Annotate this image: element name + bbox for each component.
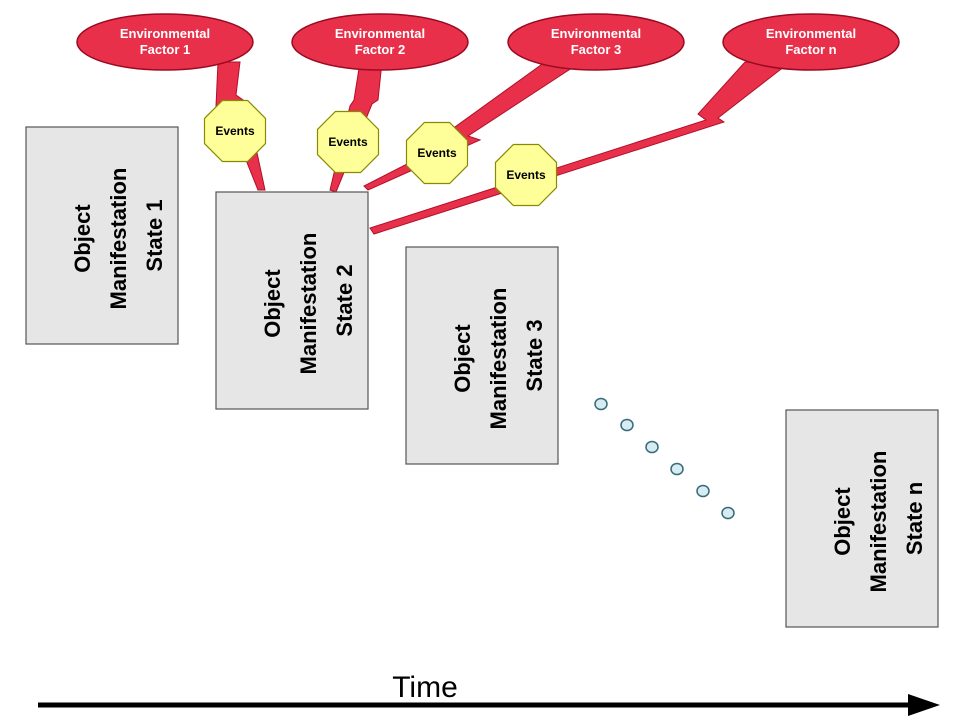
state-1-line-2: Manifestation: [106, 168, 131, 310]
factor-n-ellipse: [722, 13, 900, 71]
continuation-dot: [620, 418, 634, 432]
factor-1-sublabel: Factor 1: [140, 42, 191, 57]
state-3-line-1: Object: [450, 324, 475, 393]
event-label: Events: [506, 168, 546, 182]
continuation-dot: [696, 484, 710, 498]
continuation-dot: [721, 506, 735, 520]
state-1-line-1: Object: [70, 204, 95, 273]
state-1: Object Manifestation State 1: [25, 126, 179, 345]
time-axis-label: Time: [392, 671, 458, 704]
state-n-line-2: Manifestation: [866, 451, 891, 593]
bolt-factor-n: [369, 61, 787, 235]
continuation-dot: [670, 462, 684, 476]
event-octagon-icon: [203, 99, 267, 163]
event-label: Events: [215, 124, 255, 138]
factor-3-label: Environmental: [551, 26, 641, 41]
state-n-line-3: State n: [902, 482, 927, 555]
state-2-line-3: State 2: [332, 264, 357, 336]
state-3: Object Manifestation State 3: [405, 246, 559, 465]
event-3: Events: [405, 121, 469, 185]
continuation-dot: [645, 440, 659, 454]
event-1: Events: [203, 99, 267, 163]
state-2-line-2: Manifestation: [296, 233, 321, 375]
factor-2-label: Environmental: [335, 26, 425, 41]
state-2-line-1: Object: [260, 269, 285, 338]
state-n: Object Manifestation State n: [785, 409, 939, 628]
factor-1-label: Environmental: [120, 26, 210, 41]
state-3-line-2: Manifestation: [486, 288, 511, 430]
factor-3-sublabel: Factor 3: [571, 42, 622, 57]
factor-n: Environmental Factor n: [722, 13, 900, 71]
state-n-label: Object Manifestation State n: [830, 445, 927, 593]
state-2-label: Object Manifestation State 2: [260, 227, 357, 375]
factor-1: Environmental Factor 1: [76, 13, 254, 71]
event-label: Events: [328, 135, 368, 149]
event-4: Events: [494, 143, 558, 207]
state-1-label: Object Manifestation State 1: [70, 162, 167, 310]
continuation-dot: [594, 397, 608, 411]
state-2: Object Manifestation State 2: [215, 191, 369, 410]
event-octagon-icon: [405, 121, 469, 185]
state-3-line-3: State 3: [522, 319, 547, 391]
factor-2-ellipse: [291, 13, 469, 71]
factor-3: Environmental Factor 3: [507, 13, 685, 71]
factor-3-ellipse: [507, 13, 685, 71]
time-arrowhead-icon: [908, 694, 940, 716]
factor-n-sublabel: Factor n: [785, 42, 836, 57]
time-axis: Time: [38, 671, 940, 716]
state-3-label: Object Manifestation State 3: [450, 282, 547, 430]
state-1-box: [25, 126, 179, 345]
event-label: Events: [417, 146, 457, 160]
state-n-line-1: Object: [830, 487, 855, 556]
state-3-box: [405, 246, 559, 465]
continuation-dots: [594, 397, 735, 520]
state-1-line-3: State 1: [142, 199, 167, 271]
state-n-box: [785, 409, 939, 628]
event-2: Events: [316, 110, 380, 174]
factor-2: Environmental Factor 2: [291, 13, 469, 71]
factor-2-sublabel: Factor 2: [355, 42, 406, 57]
state-2-box: [215, 191, 369, 410]
factor-1-ellipse: [76, 13, 254, 71]
event-octagon-icon: [494, 143, 558, 207]
factor-n-label: Environmental: [766, 26, 856, 41]
event-octagon-icon: [316, 110, 380, 174]
